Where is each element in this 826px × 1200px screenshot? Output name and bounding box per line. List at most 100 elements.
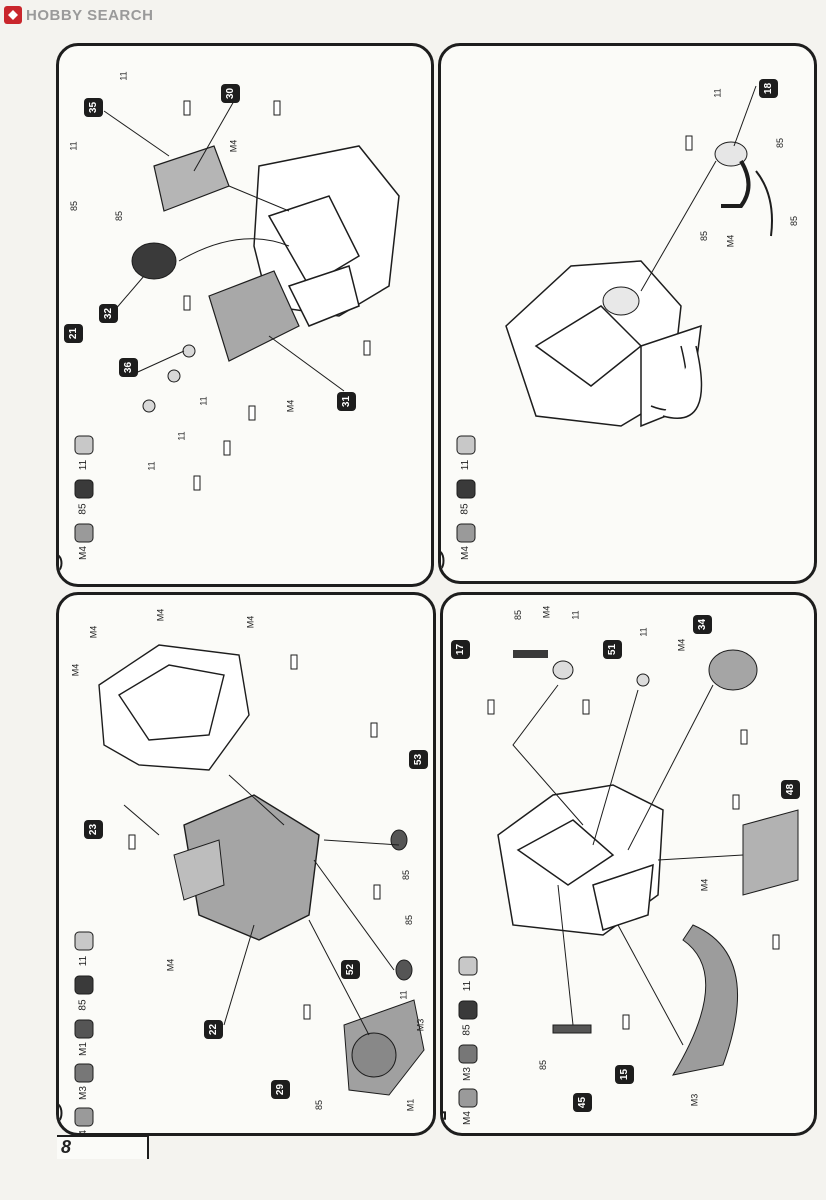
paint-jar-icon: [458, 956, 478, 976]
paint-jar-icon: [74, 975, 94, 995]
paint-label: 85: [78, 503, 89, 515]
callout-label: 11: [570, 610, 581, 620]
callout-label: 11: [176, 431, 187, 441]
paint-label: 11: [77, 955, 89, 967]
paint-jar-icon: [456, 523, 476, 543]
step-7-illustration: [487, 649, 799, 1076]
paint-legend: M4 85 11: [73, 434, 95, 560]
paint-label: 85: [460, 503, 471, 515]
paint-jar-icon: [456, 435, 476, 455]
page-number: 8: [61, 1137, 72, 1157]
paint-jar-icon: [456, 479, 476, 499]
watermark: HOBBY SEARCH: [4, 4, 153, 26]
callout-label: 85: [114, 210, 125, 222]
callout-label: 85: [775, 137, 786, 149]
callout-label: M3: [415, 1018, 426, 1032]
page-number-tab: 8: [57, 1135, 149, 1159]
callout-label: 85: [69, 200, 80, 212]
hobby-search-logo-icon: [4, 6, 22, 24]
part-number-badge: 18: [759, 79, 778, 98]
callout-label: 11: [146, 461, 157, 471]
callout-label: 85: [538, 1059, 549, 1071]
paint-chip-11: 11: [73, 434, 95, 472]
part-number-badge: 21: [64, 324, 83, 343]
paint-chip-85: 85: [73, 974, 95, 1012]
step-number: 7: [443, 1100, 456, 1126]
callout-label: 11: [712, 88, 723, 98]
paint-jar-icon: [74, 931, 94, 951]
part-number-badge: 45: [573, 1093, 592, 1112]
callout-label: 85: [314, 1099, 325, 1111]
part-number-badge: 15: [615, 1065, 634, 1084]
paint-legend: M4 M3 M1 85 11: [73, 930, 95, 1133]
callout-label: 85: [513, 609, 524, 621]
callout-label: 11: [398, 990, 409, 1000]
callout-label: 85: [404, 914, 415, 926]
paint-chip-m4: M4: [457, 1087, 479, 1125]
part-number-badge: 23: [84, 820, 103, 839]
callout-label: M4: [541, 605, 552, 619]
paint-jar-icon: [74, 479, 94, 499]
callout-label: M1: [405, 1098, 416, 1112]
paint-jar-icon: [74, 435, 94, 455]
callout-label: 11: [68, 141, 79, 151]
paint-label: M3: [78, 1086, 89, 1100]
callout-label: M4: [699, 878, 710, 892]
paint-label: 85: [78, 999, 89, 1011]
step-number: 6: [59, 551, 72, 577]
paint-label: M4: [460, 546, 471, 560]
callout-label: M4: [70, 663, 81, 677]
step-8-panel: 8 M4 85 11 11 85 85 M4 85 18: [438, 43, 817, 584]
part-number-badge: 48: [781, 780, 800, 799]
paint-jar-icon: [74, 1107, 94, 1127]
step-5-illustration: [98, 644, 425, 1096]
paint-jar-icon: [458, 1000, 478, 1020]
part-number-badge: 51: [603, 640, 622, 659]
part-number-badge: 52: [341, 960, 360, 979]
part-number-badge: 31: [337, 392, 356, 411]
paint-chip-m4: M4: [455, 522, 477, 560]
paint-jar-icon: [74, 523, 94, 543]
callout-label: 11: [118, 71, 129, 81]
paint-jar-icon: [458, 1044, 478, 1064]
paint-chip-85: 85: [457, 999, 479, 1037]
callout-label: M4: [676, 638, 687, 652]
paint-chip-m1: M1: [73, 1018, 95, 1056]
callout-label: 85: [699, 230, 710, 242]
paint-label: 11: [459, 459, 471, 471]
callout-label: 85: [789, 215, 800, 227]
part-number-badge: 29: [271, 1080, 290, 1099]
part-number-badge: 34: [693, 615, 712, 634]
paint-label: 85: [462, 1024, 473, 1036]
paint-jar-icon: [458, 1088, 478, 1108]
step-8-illustration: [505, 85, 773, 428]
step-5-panel: 5 M4 M3 M1 85 11 M4 M4 M4 M4 M4 85 85 11…: [56, 592, 436, 1136]
paint-jar-icon: [74, 1063, 94, 1083]
callout-label: M4: [155, 608, 166, 622]
step-6-illustration: [103, 100, 400, 491]
callout-label: M4: [245, 615, 256, 629]
part-number-badge: 32: [99, 304, 118, 323]
paint-label: 11: [77, 459, 89, 471]
part-number-badge: 36: [119, 358, 138, 377]
part-number-badge: 30: [221, 84, 240, 103]
paint-chip-85: 85: [455, 478, 477, 516]
step-number: 5: [59, 1100, 72, 1126]
paint-label: M4: [462, 1111, 473, 1125]
callout-label: 85: [401, 869, 412, 881]
part-number-badge: 35: [84, 98, 103, 117]
callout-label: M4: [165, 958, 176, 972]
paint-label: M1: [78, 1042, 89, 1056]
callout-label: M4: [228, 139, 239, 153]
paint-chip-11: 11: [455, 434, 477, 472]
paint-legend: M4 M3 85 11: [457, 955, 479, 1125]
callout-label: M4: [725, 234, 736, 248]
callout-label: 11: [198, 396, 209, 406]
paint-chip-m4: M4: [73, 522, 95, 560]
part-number-badge: 53: [409, 750, 428, 769]
part-number-badge: 22: [204, 1020, 223, 1039]
paint-chip-m3: M3: [73, 1062, 95, 1100]
paint-chip-m4: M4: [73, 1106, 95, 1133]
paint-label: 11: [461, 980, 473, 992]
step-number: 8: [441, 548, 454, 574]
